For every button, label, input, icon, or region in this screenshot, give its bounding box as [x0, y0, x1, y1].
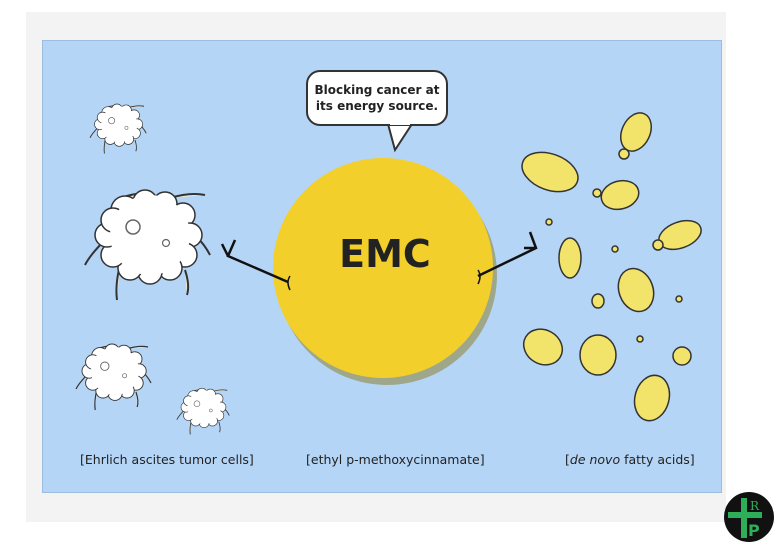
- speech-bubble: Blocking cancer at its energy source.: [306, 70, 448, 126]
- svg-text:R: R: [750, 499, 760, 513]
- tumor-cell-small: [176, 387, 230, 435]
- caption-rest: fatty acids]: [620, 452, 695, 467]
- caption-bracket: [: [565, 452, 570, 467]
- tumor-cell-small: [89, 103, 147, 154]
- svg-text:P: P: [748, 521, 760, 540]
- emc-sphere: [273, 158, 497, 385]
- tumor-cell-large: [84, 189, 211, 301]
- emc-label: EMC: [339, 232, 431, 276]
- caption-fatty-acids: [de novo fatty acids]: [565, 452, 695, 467]
- bubble-line-1: Blocking cancer at: [314, 83, 440, 97]
- arrow-left-icon: [220, 239, 291, 291]
- bubble-line-2: its energy source.: [315, 99, 439, 113]
- bubble-tail: [386, 123, 414, 153]
- caption-italic: de novo: [569, 452, 621, 467]
- tumor-cell-medium: [75, 343, 152, 411]
- fatty-acid-droplets: [521, 112, 702, 422]
- caption-tumor-cells: [Ehrlich ascites tumor cells]: [80, 452, 254, 467]
- caption-emc: [ethyl p-methoxycinnamate]: [306, 452, 485, 467]
- arrow-right-icon: [477, 231, 538, 285]
- diagram-art: [75, 103, 702, 435]
